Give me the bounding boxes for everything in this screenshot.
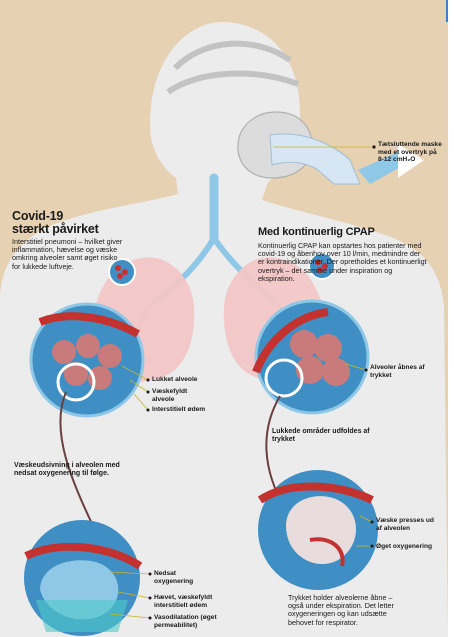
- mask-label-line1: Tætsluttende maske: [378, 141, 448, 149]
- increased-oxygenation-label: Øget oxygenering: [376, 543, 442, 551]
- right-body-text: Kontinuerlig CPAP kan opstartes hos pati…: [258, 242, 428, 283]
- closed-areas-label: Lukkede områder udfoldes af trykket: [272, 428, 382, 444]
- alveoli-open-label: Alveoler åbnes af trykket: [370, 364, 440, 379]
- alveolus-pressure-circle: [258, 470, 378, 590]
- mask-label-line2: med et overtryk på: [378, 149, 448, 157]
- vasodilatation-label: Vasodilatation (øget permeabilitet): [154, 614, 244, 629]
- closed-alveole-label: Lukket alveole: [152, 376, 232, 384]
- fluid-pressed-label: Væske presses ud af alveolen: [376, 517, 438, 532]
- fluid-shift-text: Væskeudsivning i alveolen med nedsat oxy…: [14, 462, 134, 478]
- left-body-text: Interstitiel pneumoni – hvilket giver in…: [12, 238, 126, 271]
- pressure-text: Trykket holder alveolerne åbne – også un…: [288, 594, 406, 627]
- alveoli-open-circle: [256, 301, 368, 413]
- right-title: Med kontinuerlig CPAP: [258, 226, 418, 238]
- fluid-alveole-label: Væskefyldt alveole: [152, 388, 202, 403]
- reduced-oxygenation-label: Nedsat oxygenering: [154, 570, 214, 585]
- page-edge: [448, 0, 454, 637]
- mask-label-line3: 8-12 cmH₂O: [378, 156, 448, 164]
- alveolus-fluid-circle: [24, 520, 140, 636]
- left-title-line2: stærkt påvirket: [12, 223, 142, 236]
- swollen-edema-label: Hævet, væskefyldt interstitielt ødem: [154, 594, 244, 609]
- alveoli-closed-circle: [31, 304, 143, 416]
- mask-label: Tætsluttende maske med et overtryk på 8-…: [378, 141, 448, 164]
- interstitial-edema-label: Interstitielt ødem: [152, 406, 212, 414]
- left-title: Covid-19 stærkt påvirket: [12, 210, 142, 236]
